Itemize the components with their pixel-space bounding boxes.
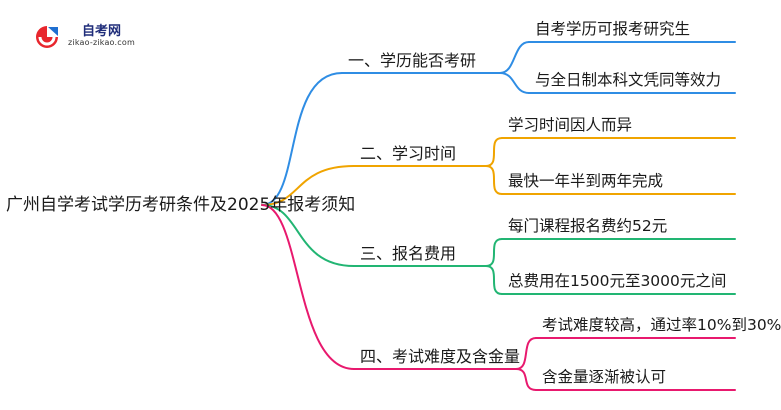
leaf-1-1: 自考学历可报考研究生 — [535, 20, 691, 38]
leaf-connector-3-2 — [485, 265, 503, 295]
leaf-connector-4-2 — [515, 368, 537, 391]
leaf-3-1: 每门课程报名费约52元 — [508, 217, 668, 235]
leaf-connector-1-2 — [499, 72, 530, 94]
root-topic: 广州自学考试学历考研条件及2025年报考须知 — [6, 195, 356, 215]
leaf-1-2: 与全日制本科文凭同等效力 — [535, 71, 722, 89]
leaf-connector-2-1 — [485, 137, 503, 167]
branch-label-4: 四、考试难度及含金量 — [360, 347, 521, 366]
leaf-4-2: 含金量逐渐被认可 — [542, 368, 667, 386]
site-logo[interactable]: 自考网 zikao-zikao.com — [30, 18, 140, 54]
leaf-4-1: 考试难度较高，通过率10%到30% — [542, 316, 781, 334]
leaf-connector-1-1 — [499, 41, 530, 74]
leaf-3-2: 总费用在1500元至3000元之间 — [508, 272, 727, 290]
branch-connector-2 — [261, 165, 355, 206]
mindmap-connectors — [261, 41, 736, 391]
branch-label-2: 二、学习时间 — [360, 144, 457, 163]
leaf-2-2: 最快一年半到两年完成 — [508, 172, 664, 190]
branch-label-1: 一、学历能否考研 — [348, 51, 477, 70]
leaf-connector-4-1 — [515, 337, 537, 370]
leaf-connector-3-1 — [485, 238, 503, 267]
logo-url: zikao-zikao.com — [68, 38, 135, 47]
leaf-2-1: 学习时间因人而异 — [508, 116, 633, 134]
branch-connector-4 — [261, 204, 355, 370]
logo-title: 自考网 — [82, 24, 122, 39]
branch-connector-3 — [261, 204, 355, 267]
branch-label-3: 三、报名费用 — [360, 244, 457, 263]
branch-connector-1 — [261, 72, 343, 206]
leaf-connector-2-2 — [485, 165, 503, 195]
logo-badge-icon — [36, 26, 58, 48]
